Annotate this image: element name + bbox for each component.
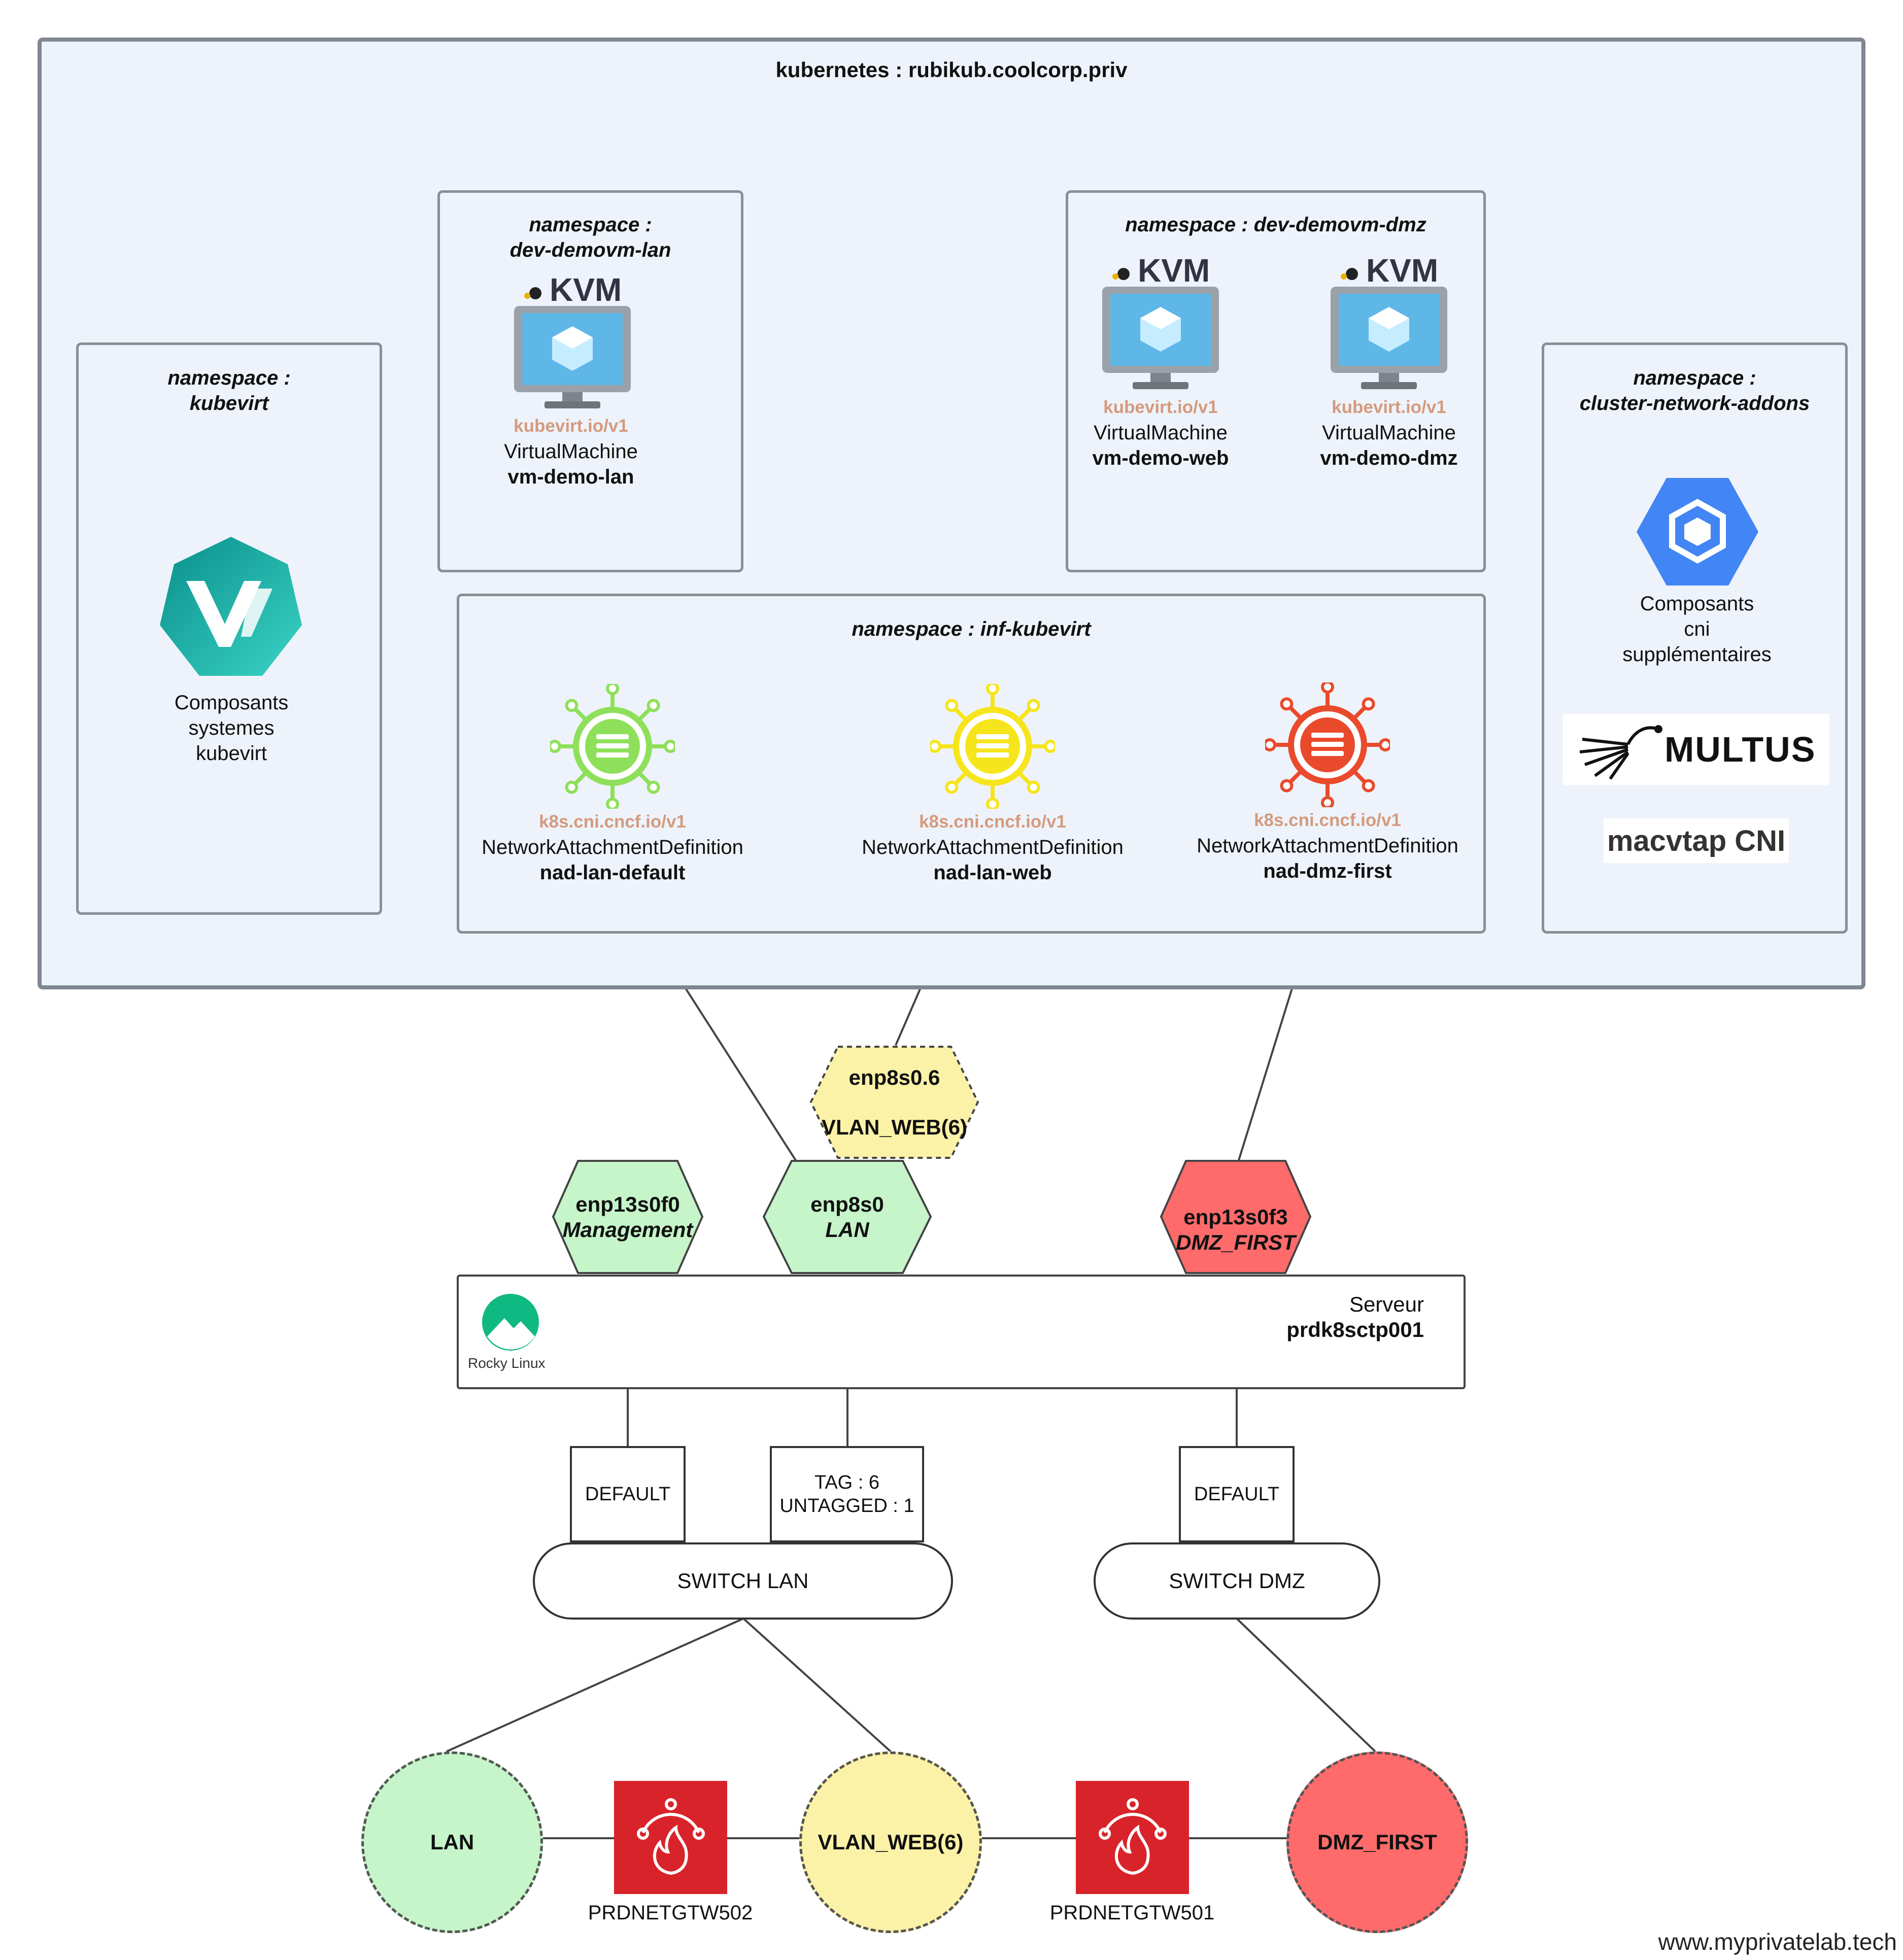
switch-lan: SWITCH LAN xyxy=(533,1542,953,1620)
namespace-title-line1: namespace : xyxy=(167,367,291,389)
namespace-dev-demovm-dmz: namespace : dev-demovm-dmz xyxy=(1066,190,1486,572)
vm-label-web: kubevirt.io/v1 VirtualMachine vm-demo-we… xyxy=(1092,397,1229,469)
rocky-linux-logo-text: Rocky Linux xyxy=(468,1355,546,1371)
switch-port-lan: TAG : 6 UNTAGGED : 1 xyxy=(770,1446,924,1542)
namespace-title: namespace : inf-kubevirt xyxy=(852,618,1091,640)
kvm-logo-text: KVM xyxy=(1138,252,1210,289)
kubevirt-logo-icon xyxy=(160,537,302,676)
namespace-cluster-network-addons: namespace : cluster-network-addons Compo… xyxy=(1542,342,1848,934)
kvm-monitor-icon: KVM xyxy=(1102,252,1219,389)
kvm-monitor-icon: KVM xyxy=(514,271,631,408)
multus-logo-text: MULTUS xyxy=(1664,730,1816,769)
nad-icon-dmz-first xyxy=(1263,680,1392,809)
interface-network: Management xyxy=(562,1217,693,1242)
vm-icon-lan: KVM xyxy=(514,270,666,418)
namespace-kubevirt: namespace : kubevirt Composants systemes… xyxy=(76,342,382,915)
kvm-monitor-icon: KVM xyxy=(1331,252,1447,389)
network-attachment-icon xyxy=(928,682,1057,811)
network-dmz-first: DMZ_FIRST xyxy=(1286,1751,1468,1933)
interface-name: enp13s0f3 xyxy=(1183,1205,1288,1229)
network-attachment-icon xyxy=(548,682,677,811)
interface-lan: enp8s0 LAN xyxy=(762,1159,932,1275)
vm-label-lan: kubevirt.io/v1 VirtualMachine vm-demo-la… xyxy=(504,416,638,488)
kvm-logo-text: KVM xyxy=(550,271,622,308)
namespace-title-line2: dev-demovm-lan xyxy=(509,239,671,261)
interface-name: enp8s0 xyxy=(810,1192,884,1216)
multus-logo: MULTUS xyxy=(1563,714,1829,785)
kvm-logo-text: KVM xyxy=(1366,252,1438,289)
interface-network: LAN xyxy=(825,1217,869,1242)
firewall-icon-501 xyxy=(1076,1781,1189,1894)
firewall-flame-icon xyxy=(636,1798,705,1875)
interface-mgmt: enp13s0f0 Management xyxy=(552,1159,704,1275)
macvtap-logo: macvtap CNI xyxy=(1604,818,1789,863)
multus-peacock-icon xyxy=(1579,725,1662,780)
server-label: Serveur prdk8sctp001 xyxy=(1286,1292,1424,1342)
interface-dmz: enp13s0f3 DMZ_FIRST xyxy=(1160,1159,1312,1275)
namespace-title-line1: namespace : xyxy=(529,214,652,236)
interface-name: enp8s0.6 xyxy=(848,1065,940,1089)
server-box: Rocky Linux Serveur prdk8sctp001 xyxy=(457,1275,1466,1389)
network-attachment-icon xyxy=(1263,680,1392,809)
switch-port-dmz: DEFAULT xyxy=(1179,1446,1295,1542)
kubevirt-caption: Composants systemes kubevirt xyxy=(174,692,289,765)
namespace-title-line1: namespace : xyxy=(1633,367,1756,389)
rocky-linux-logo-icon xyxy=(482,1294,539,1351)
nad-label-dmz-first: k8s.cni.cncf.io/v1 NetworkAttachmentDefi… xyxy=(1197,810,1458,882)
interface-name: enp13s0f0 xyxy=(575,1192,680,1216)
namespace-title: namespace : dev-demovm-dmz xyxy=(1125,214,1426,236)
nad-icon-lan-web xyxy=(928,682,1057,811)
switch-dmz: SWITCH DMZ xyxy=(1094,1542,1380,1620)
nad-label-lan-default: k8s.cni.cncf.io/v1 NetworkAttachmentDefi… xyxy=(482,812,743,884)
interface-vlan-web: enp8s0.6 VLAN_WEB(6) xyxy=(809,1045,979,1159)
vm-label-dmz: kubevirt.io/v1 VirtualMachine vm-demo-dm… xyxy=(1320,397,1458,469)
nad-icon-lan-default xyxy=(548,682,677,811)
cni-components-icon xyxy=(1637,478,1758,586)
network-vlan-web: VLAN_WEB(6) xyxy=(799,1751,982,1933)
firewall-label-501: PRDNETGTW501 xyxy=(1049,1902,1215,1924)
namespace-title-line2: kubevirt xyxy=(189,392,269,415)
watermark: www.myprivatelab.tech xyxy=(1658,1929,1897,1955)
firewall-icon-502 xyxy=(614,1781,727,1894)
cni-components-caption: Composants cni supplémentaires xyxy=(1622,593,1772,666)
firewall-label-502: PRDNETGTW502 xyxy=(588,1902,753,1924)
interface-network: VLAN_WEB(6) xyxy=(821,1115,967,1139)
cluster-title: kubernetes : rubikub.coolcorp.priv xyxy=(775,58,1128,82)
interface-network: DMZ_FIRST xyxy=(1176,1230,1296,1254)
nad-label-lan-web: k8s.cni.cncf.io/v1 NetworkAttachmentDefi… xyxy=(862,812,1124,884)
network-lan: LAN xyxy=(361,1751,543,1933)
firewall-flame-icon xyxy=(1098,1798,1167,1875)
switch-port-mgmt: DEFAULT xyxy=(570,1446,686,1542)
vm-icon-web: KVM xyxy=(1102,251,1254,398)
namespace-title-line2: cluster-network-addons xyxy=(1579,392,1810,415)
vm-icon-dmz: KVM xyxy=(1331,251,1483,398)
